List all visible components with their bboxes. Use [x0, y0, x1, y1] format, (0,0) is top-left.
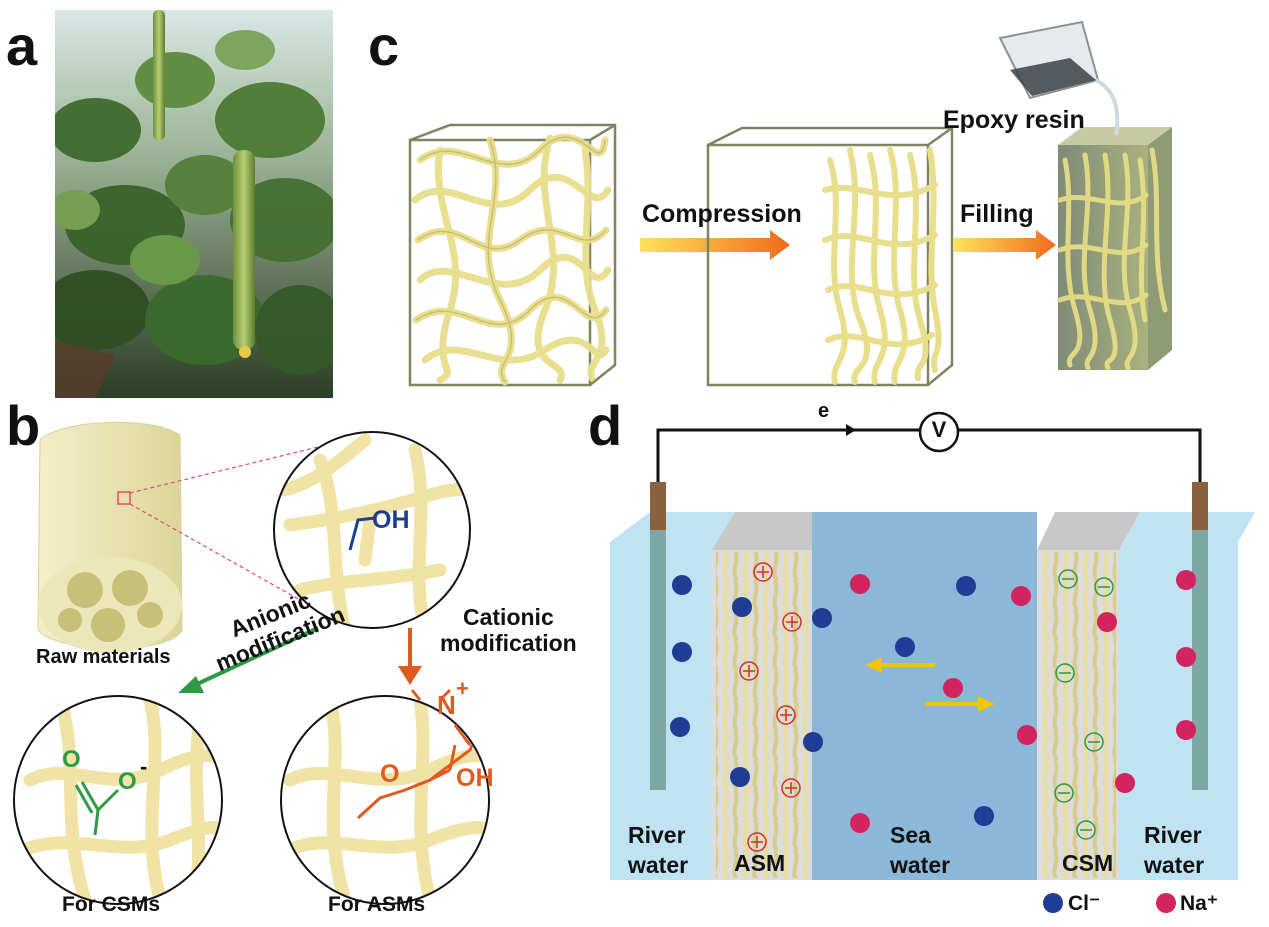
right-electrode — [1192, 482, 1208, 530]
epoxy-resin-label: Epoxy resin — [943, 106, 1085, 134]
compression-arrow — [640, 230, 790, 260]
loofah-sponge — [37, 421, 183, 653]
asm-label: ASM — [734, 850, 786, 876]
chem-minus-label: - — [140, 754, 148, 779]
sea-water-label: Sea water — [890, 822, 951, 878]
csm-label: CSM — [1062, 850, 1114, 876]
for-csms-label: For CSMs — [62, 893, 161, 916]
chem-o2-label: O — [380, 760, 400, 788]
panel-label-d: d — [588, 394, 623, 457]
legend-cl-label: Cl⁻ — [1068, 892, 1101, 915]
negative-charges — [1054, 569, 1114, 840]
river-water-right-region — [1119, 512, 1255, 880]
chem-o-minus-label: O — [118, 768, 137, 795]
legend-na-icon — [1156, 893, 1176, 913]
panel-label-b: b — [6, 394, 41, 457]
compression-label: Compression — [642, 200, 802, 228]
river-water-left-region — [610, 512, 740, 880]
chem-oh-label: OH — [372, 506, 410, 534]
filling-label: Filling — [960, 200, 1034, 228]
for-asms-label: For ASMs — [328, 893, 426, 916]
chem-o-label: O — [62, 746, 81, 773]
external-circuit-wire — [656, 428, 920, 482]
cationic-arrow-head — [398, 666, 422, 685]
voltmeter — [918, 411, 960, 453]
beaker-icon — [998, 20, 1120, 136]
filling-arrow — [954, 230, 1056, 260]
electron-label: e — [818, 400, 830, 422]
sponge-cube-uncompressed — [408, 123, 617, 387]
voltmeter-label: V — [931, 417, 947, 442]
panel-d-diagram — [610, 411, 1255, 913]
river-water-right-label: River water — [1144, 822, 1205, 878]
luffa-plant-photo — [55, 10, 333, 398]
anionic-arrow-head — [178, 676, 204, 693]
legend-cl-icon — [1043, 893, 1063, 913]
na-ions — [850, 570, 1196, 833]
panel-label-a: a — [6, 14, 38, 77]
anionic-arrow-line — [194, 626, 319, 687]
chem-plus-label: + — [456, 676, 469, 701]
chem-n-label: N — [437, 690, 456, 720]
sea-water-region — [812, 512, 1037, 880]
cationic-modification-label: Cationic modification — [440, 604, 577, 656]
panel-b-diagram — [13, 421, 490, 905]
chem-oh2-label: OH — [456, 764, 494, 792]
sponge-cube-compressed — [706, 126, 954, 387]
raw-materials-label: Raw materials — [36, 646, 171, 668]
river-water-left-label: River water — [628, 822, 689, 878]
panel-label-c: c — [368, 14, 400, 77]
cl-ions — [670, 575, 994, 826]
positive-charges — [739, 562, 802, 852]
panel-c-diagram — [408, 20, 1172, 387]
left-electrode — [650, 482, 666, 530]
electron-flow-arrow — [846, 424, 856, 436]
legend-na-label: Na⁺ — [1180, 892, 1218, 915]
